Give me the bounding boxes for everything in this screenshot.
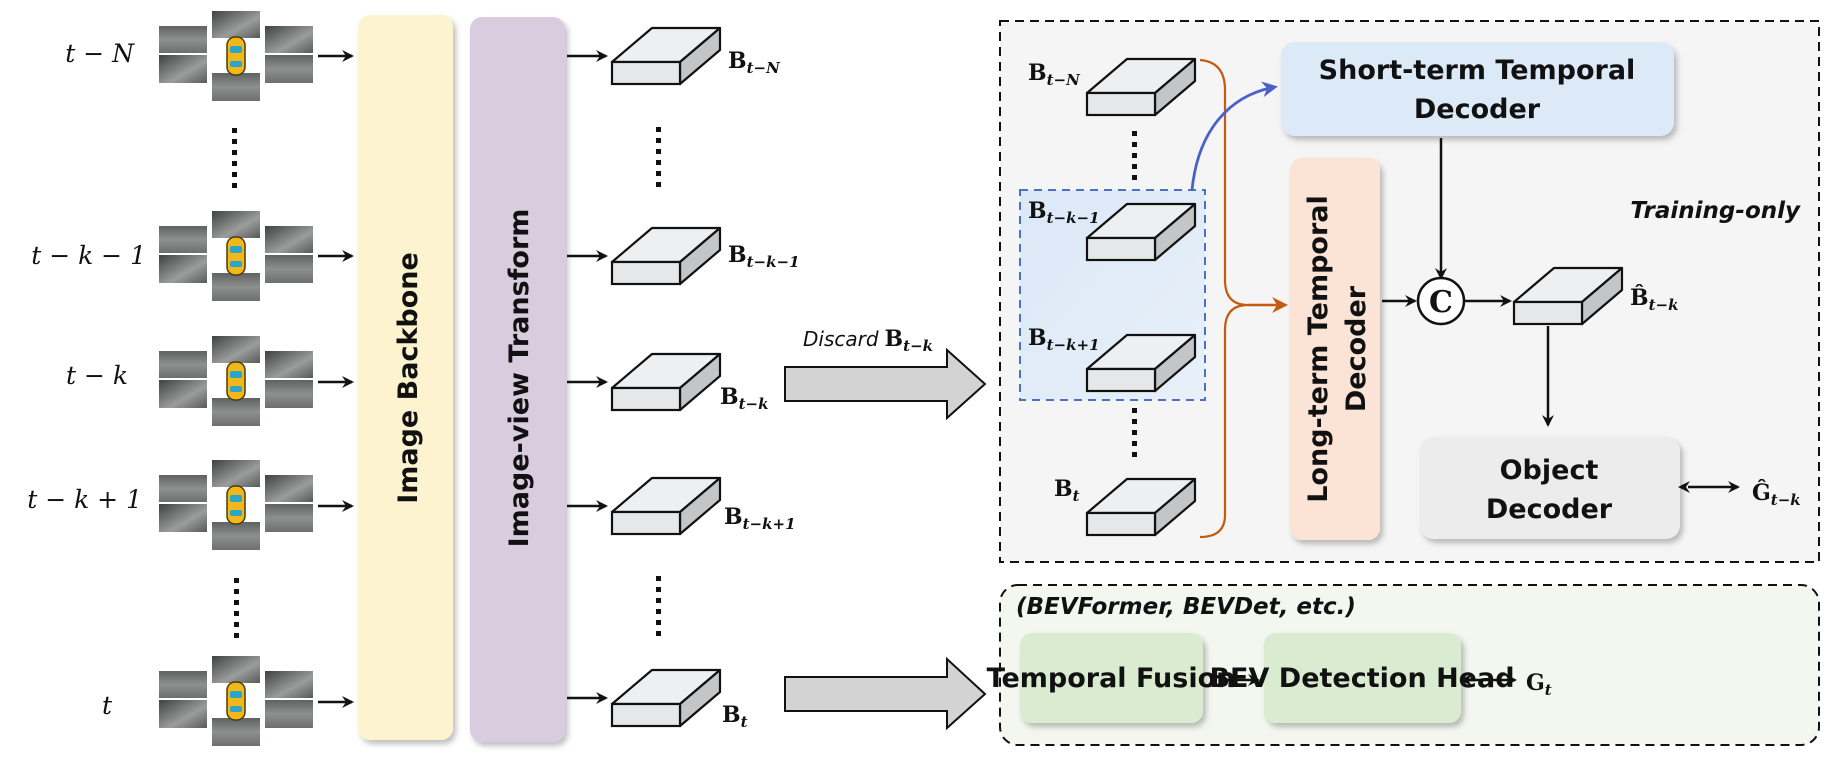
temporal-fusion-block: Temporal Fusion	[987, 633, 1236, 723]
ellipsis-dots	[656, 576, 661, 636]
bev-detection-head-label: BEV Detection Head	[1209, 663, 1514, 694]
short-term-decoder-line2: Decoder	[1414, 94, 1541, 125]
timestep-row: t	[102, 656, 354, 746]
surround-camera-images	[159, 656, 313, 746]
timestep-label: t − N	[65, 39, 135, 68]
surround-camera-images	[159, 211, 313, 301]
timestep-row: t − k − 1	[31, 211, 354, 301]
memory-feature: Bt−k+1	[1028, 325, 1197, 393]
bev-feature-label: Bt	[722, 702, 748, 731]
ellipsis-dots	[1132, 408, 1137, 457]
concat-operator: C	[1416, 276, 1466, 326]
baseline-flow-arrow	[784, 656, 987, 731]
short-term-temporal-decoder: Short-term Temporal Decoder	[1281, 42, 1674, 136]
baseline-methods-tag: (BEVFormer, BEVDet, etc.)	[1016, 594, 1356, 620]
bev-detection-head-block: BEV Detection Head	[1209, 633, 1515, 723]
surround-camera-images	[159, 11, 313, 101]
bev-feature-label: Bt−k	[720, 384, 769, 413]
timestep-row: t − N	[65, 11, 354, 101]
ellipsis-dots	[232, 128, 237, 188]
baseline-panel: (BEVFormer, BEVDet, etc.) Temporal Fusio…	[987, 584, 1820, 746]
concat-symbol: C	[1429, 285, 1453, 320]
bev-feature-label: Bt−k−1	[1028, 198, 1100, 227]
bev-feature: Bt−k−1	[567, 226, 800, 286]
timestep-label: t − k	[66, 361, 128, 390]
ground-truth-label: Gt	[1526, 670, 1552, 699]
surround-camera-images	[159, 336, 313, 426]
temporal-fusion-label: Temporal Fusion	[987, 663, 1236, 694]
long-term-decoder-line2: Decoder	[1341, 285, 1372, 412]
memory-feature: Bt−N	[1028, 57, 1197, 117]
input-timesteps: t − N t − k − 1 t − k t − k + 1	[27, 11, 354, 746]
bev-feature-cube	[610, 352, 722, 412]
bev-feature-label: Bt	[1054, 476, 1080, 505]
bev-feature-label: Bt−k−1	[728, 242, 800, 271]
object-decoder-line2: Decoder	[1486, 494, 1613, 525]
image-view-transform-block: Image-view Transform	[470, 17, 565, 742]
timestep-label: t − k + 1	[27, 485, 142, 514]
ellipsis-dots	[1132, 131, 1137, 180]
timestep-label: t	[102, 691, 113, 720]
short-term-decoder-line1: Short-term Temporal	[1319, 55, 1636, 86]
object-decoder-line1: Object	[1500, 455, 1599, 486]
training-only-panel: Training-only Bt−N Bt−k−1 Bt−k+1 B	[999, 20, 1820, 563]
bev-feature-column: Bt−N Bt−k−1 Bt−k Bt−k+1	[567, 26, 800, 731]
image-backbone-label: Image Backbone	[393, 252, 424, 504]
blue-arrow	[1190, 81, 1278, 191]
bev-feature-cube	[610, 26, 722, 86]
memory-feature: Bt	[1054, 476, 1197, 537]
reconstructed-feature-label: B̂t−k	[1630, 285, 1679, 314]
bev-feature-label: Bt−k+1	[1028, 325, 1100, 354]
bev-feature-label: Bt−N	[1028, 60, 1081, 89]
bev-feature-cube	[610, 476, 722, 536]
memory-feature: Bt−k−1	[1028, 198, 1197, 262]
ellipsis-dots	[656, 127, 661, 187]
bev-feature-label: Bt−k+1	[724, 504, 796, 533]
bev-feature-label: Bt−N	[728, 48, 781, 77]
timestep-row: t − k + 1	[27, 460, 354, 550]
bev-feature: Bt−N	[567, 26, 781, 86]
ellipsis-dots	[234, 578, 239, 638]
training-only-tag: Training-only	[1630, 198, 1801, 224]
long-term-decoder-line1: Long-term Temporal	[1303, 195, 1334, 503]
timestep-label: t − k − 1	[31, 241, 146, 270]
timestep-row: t − k	[66, 336, 354, 426]
image-view-transform-label: Image-view Transform	[504, 209, 535, 548]
bev-feature: Bt	[567, 668, 748, 731]
bev-feature: Bt−k	[567, 352, 769, 413]
image-backbone-block: Image Backbone	[358, 15, 453, 740]
object-decoder: Object Decoder	[1420, 437, 1680, 539]
bev-feature-cube	[610, 226, 722, 286]
bev-feature-cube	[610, 668, 722, 728]
ground-truth-label: Ĝt−k	[1752, 479, 1801, 509]
surround-camera-images	[159, 460, 313, 550]
long-term-temporal-decoder: Long-term Temporal Decoder	[1290, 158, 1380, 540]
bev-feature: Bt−k+1	[567, 476, 796, 536]
reconstructed-feature: B̂t−k	[1512, 266, 1679, 326]
